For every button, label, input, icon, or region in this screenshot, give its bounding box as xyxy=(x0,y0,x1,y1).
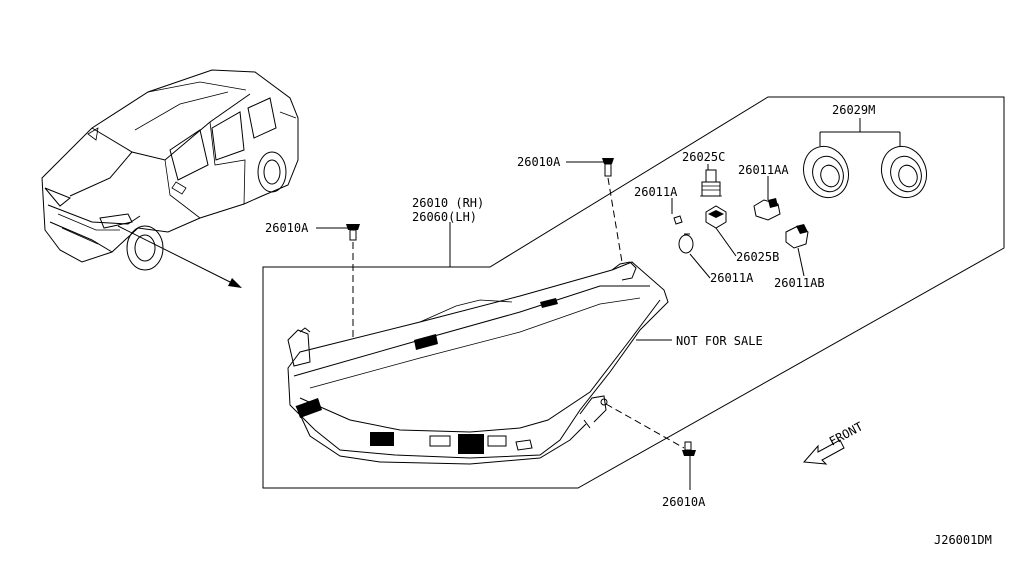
cap-26029m xyxy=(802,145,928,199)
label-diagram-code: J26001DM xyxy=(934,533,992,547)
socket-26025b xyxy=(705,205,727,229)
label-socket-26025c: 26025C xyxy=(682,150,725,164)
label-cap-26029m: 26029M xyxy=(832,103,875,117)
label-bulb-26011a-lower: 26011A xyxy=(710,271,754,285)
label-bolt-left: 26010A xyxy=(265,221,309,235)
bulb-26011ab xyxy=(785,224,809,249)
label-front: FRONT xyxy=(827,419,865,448)
bulb-26011a-small xyxy=(673,215,683,225)
socket-26025c xyxy=(700,169,722,197)
headlamp-assembly xyxy=(287,261,669,465)
label-socket-26025b: 26025B xyxy=(736,250,779,264)
location-arrow xyxy=(117,225,242,288)
assembly-frame xyxy=(262,96,1005,489)
leader-lines xyxy=(316,118,901,490)
label-bolt-top: 26010A xyxy=(517,155,561,169)
bulb-26011aa xyxy=(753,198,781,221)
label-bulb-26011a-upper: 26011A xyxy=(634,185,678,199)
label-headlamp-rh: 26010 (RH) xyxy=(412,196,484,210)
label-bulb-26011ab: 26011AB xyxy=(774,276,825,290)
bolt-top xyxy=(602,158,623,263)
label-bulb-26011aa: 26011AA xyxy=(738,163,789,177)
bolt-bottom xyxy=(605,403,696,456)
front-arrow xyxy=(802,439,845,465)
label-headlamp-lh: 26060(LH) xyxy=(412,210,477,224)
label-bolt-bottom: 26010A xyxy=(662,495,706,509)
vehicle-illustration xyxy=(41,69,299,271)
bulb-26011a-round xyxy=(678,233,694,254)
label-not-for-sale: NOT FOR SALE xyxy=(676,334,763,348)
bolt-left xyxy=(346,224,360,340)
